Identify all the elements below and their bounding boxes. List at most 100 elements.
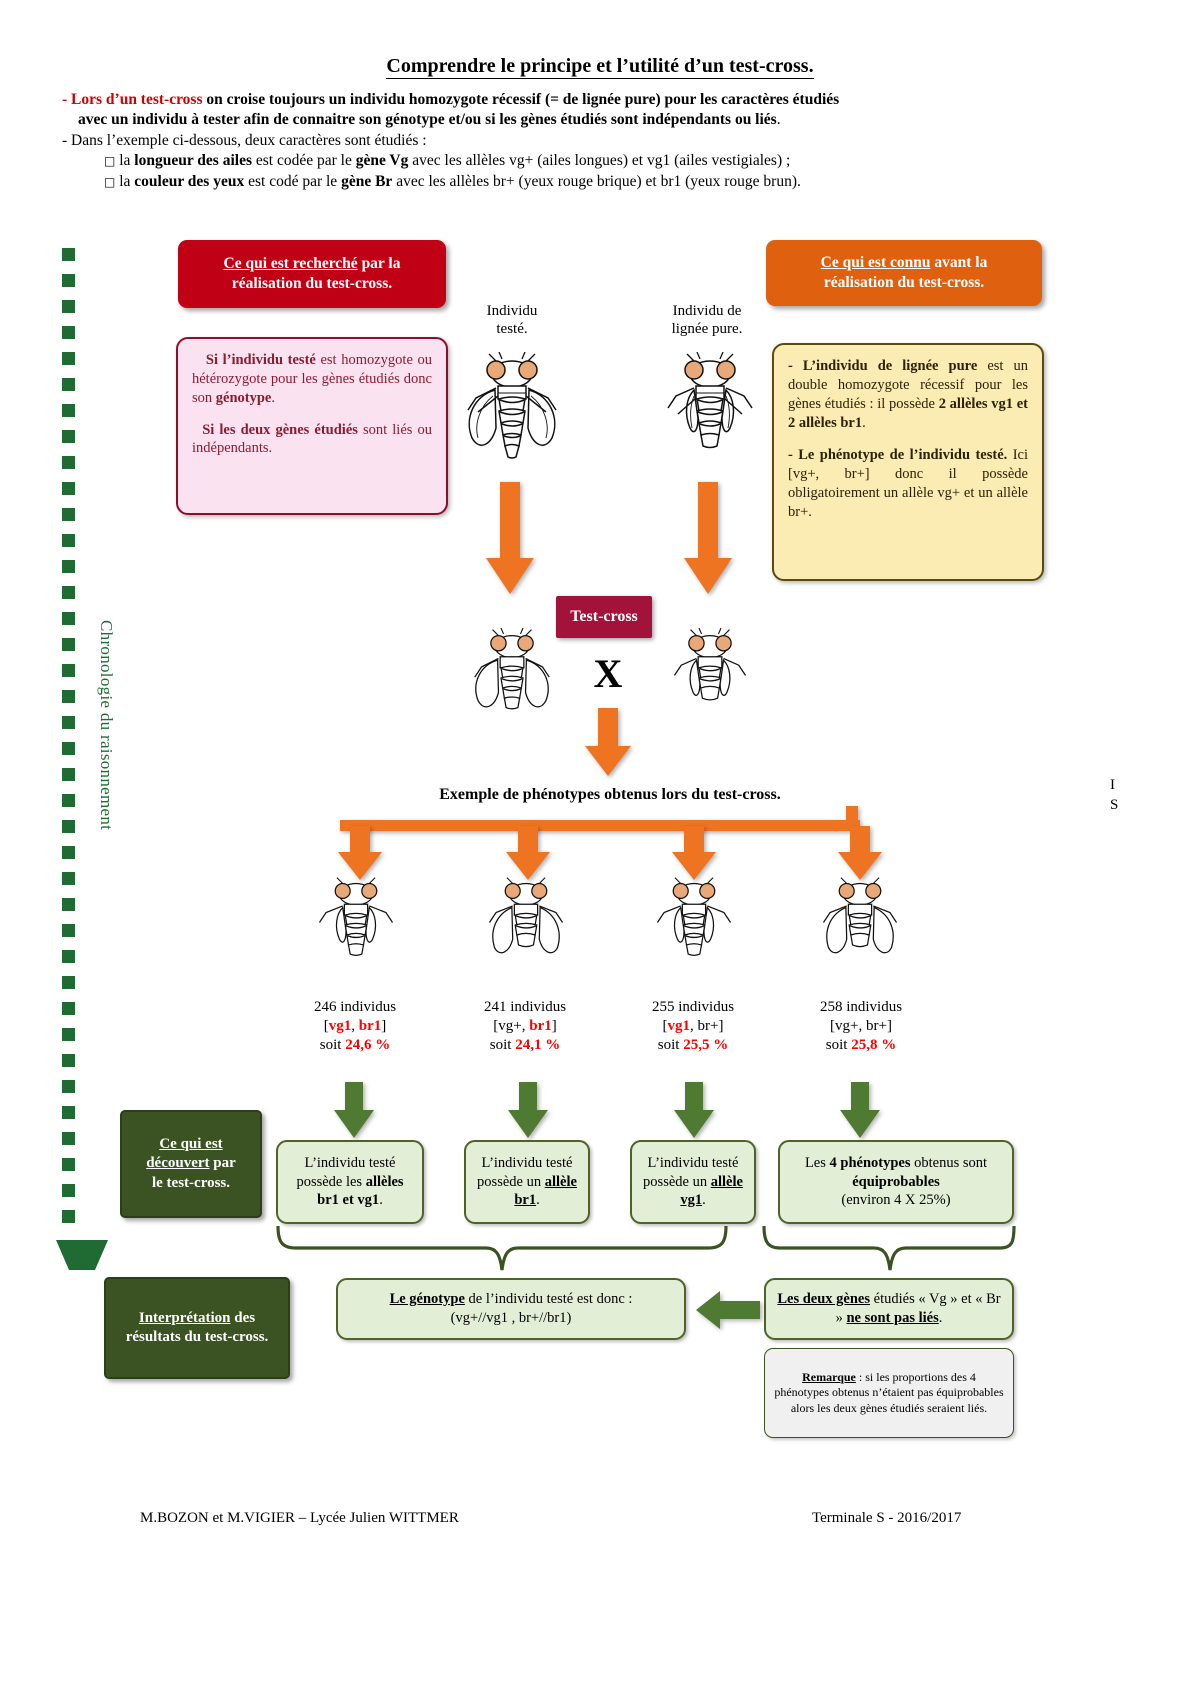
box-what-is-discovered: Ce qui est découvert par le test-cross. (120, 1110, 262, 1218)
b-close: ] (381, 1017, 387, 1034)
label-pure-line-individual: Individu de lignée pure. (640, 302, 774, 339)
rail-dash (62, 1028, 75, 1041)
bullet-1-e: avec les allèles vg+ (ailes longues) et … (408, 152, 791, 170)
stray-mark-2: S (1110, 797, 1119, 814)
rail-dash (62, 950, 75, 963)
result-column-4: 258 individus [vg+, br+] soit 25,8 % (786, 998, 936, 1055)
rail-dash (62, 872, 75, 885)
b-open: [ (323, 1017, 329, 1034)
c4-a: Les (804, 1154, 830, 1171)
result-1-count: 246 individus (313, 999, 397, 1015)
rail-dash (62, 1184, 75, 1197)
c3-c: . (702, 1192, 706, 1209)
c4-b: 4 phénotypes (829, 1154, 911, 1171)
result-2-count: 241 individus (483, 999, 567, 1015)
result-3-count: 255 individus (651, 999, 735, 1015)
remark-label: Remarque (802, 1369, 856, 1384)
interpretation-underlined: Interprétation (138, 1309, 231, 1326)
result-4-percent: 25,8 % (851, 1036, 897, 1053)
banner-red-rest: par la (357, 255, 401, 273)
c4-e: (environ 4 X 25%) (841, 1192, 951, 1209)
banner-orange-rest: avant la (930, 254, 988, 272)
bullet-1-b: longueur des ailes (134, 152, 252, 170)
fly-tested-cross (462, 628, 562, 738)
b-open: [ (662, 1017, 668, 1034)
discovered-line2: découvert (146, 1155, 210, 1172)
known-details-box: - L’individu de lignée pure est un doubl… (772, 343, 1044, 581)
b-open: [ (493, 1017, 499, 1034)
allele-vg: vg+ (498, 1017, 522, 1034)
result-column-2: 241 individus [vg+, br1] soit 24,1 % (450, 998, 600, 1055)
c1-c: . (379, 1192, 383, 1209)
c1-a: L’individu testé possède les (296, 1154, 396, 1190)
label-pure-line1: Individu de (672, 303, 742, 319)
label-tested-line1: Individu (486, 303, 538, 319)
intro-line-1-rest: on croise toujours un individu homozygot… (202, 91, 840, 108)
bullet-1-c: est codée par le (251, 152, 356, 170)
test-cross-tag: Test-cross (556, 596, 652, 638)
result-3-percent: 25,5 % (683, 1036, 729, 1053)
bullet-2-a: la (115, 172, 135, 190)
remark-box: Remarque : si les proportions des 4 phén… (764, 1348, 1014, 1438)
rail-dash (62, 898, 75, 911)
banner-red-line2: réalisation du test-cross. (231, 275, 393, 292)
sep: , (351, 1017, 359, 1034)
rail-dash (62, 430, 75, 443)
c2-c: . (536, 1192, 540, 1209)
yellow-p1-bold2: 2 allèles vg1 et 2 allèles br1 (788, 395, 1028, 431)
result-column-3: 255 individus [vg1, br+] soit 25,5 % (618, 998, 768, 1055)
rail-dash (62, 1158, 75, 1171)
green-arrow-left (694, 1290, 760, 1335)
rail-dash (62, 794, 75, 807)
bullet-1-a: la (115, 152, 135, 170)
b-open: [ (830, 1017, 836, 1034)
banner-orange-line2: réalisation du test-cross. (823, 274, 985, 291)
genes-result: ne sont pas liés (846, 1310, 939, 1326)
rail-dash (62, 378, 75, 391)
green-arrow-4 (836, 1082, 884, 1145)
intro-bullet-1: □ la longueur des ailes est codée par le… (104, 151, 1122, 171)
sep: , (690, 1017, 698, 1034)
yellow-paragraph-1: - L’individu de lignée pure est un doubl… (788, 357, 1028, 432)
conclusion-box-3: L’individu testé possède un allèle vg1. (630, 1140, 756, 1224)
pink-paragraph-2: Si les deux gènes étudiés sont liés ou i… (192, 421, 432, 459)
rail-dash (62, 1080, 75, 1093)
rail-label: Chronologie du raisonnement (97, 620, 116, 831)
result-4-count: 258 individus (819, 999, 903, 1015)
fly-pure-line-cross (660, 628, 760, 738)
c4-d: équiprobables (852, 1173, 940, 1190)
soit-label: soit (319, 1036, 346, 1053)
example-heading: Exemple de phénotypes obtenus lors du te… (439, 786, 781, 803)
cross-symbol: X (593, 651, 623, 696)
brace-right-group (762, 1226, 1016, 1271)
rail-dash (62, 716, 75, 729)
fly-offspring-3 (646, 876, 742, 984)
genes-text: étudiés « Vg » et « Br » (835, 1291, 1001, 1326)
allele-br: br+ (866, 1017, 887, 1034)
allele-br: br+ (697, 1017, 719, 1034)
rail-dash (62, 560, 75, 573)
stray-margin-marks: I S (1110, 775, 1118, 816)
box-interpretation: Interprétation des résultats du test-cro… (104, 1277, 290, 1379)
yellow-p1-end: . (862, 414, 866, 431)
result-column-1: 246 individus [vg1, br1] soit 24,6 % (280, 998, 430, 1055)
discovered-line4: le test-cross. (151, 1174, 231, 1191)
rail-dash (62, 586, 75, 599)
bullet-1-d: gène Vg (355, 152, 409, 170)
rail-dash (62, 508, 75, 521)
intro-text-block: - Lors d’un test-cross on croise toujour… (62, 90, 1122, 192)
allele-vg: vg1 (328, 1017, 352, 1034)
pink-p1-bold: Si l’individu testé (205, 352, 316, 368)
green-arrow-3 (670, 1082, 718, 1145)
discovered-line3: par (209, 1155, 236, 1172)
soit-label: soit (489, 1036, 516, 1053)
rail-dash (62, 352, 75, 365)
c1-b: allèles br1 et vg1 (317, 1173, 404, 1209)
remark-text: : si les proportions des 4 phénotypes ob… (774, 1369, 1004, 1415)
label-tested-individual: Individu testé. (452, 302, 572, 339)
rail-dash (62, 1002, 75, 1015)
banner-red-underlined: Ce qui est recherché (223, 255, 358, 273)
orange-arrow-offspring-2 (504, 826, 552, 887)
green-arrow-2 (504, 1082, 552, 1145)
